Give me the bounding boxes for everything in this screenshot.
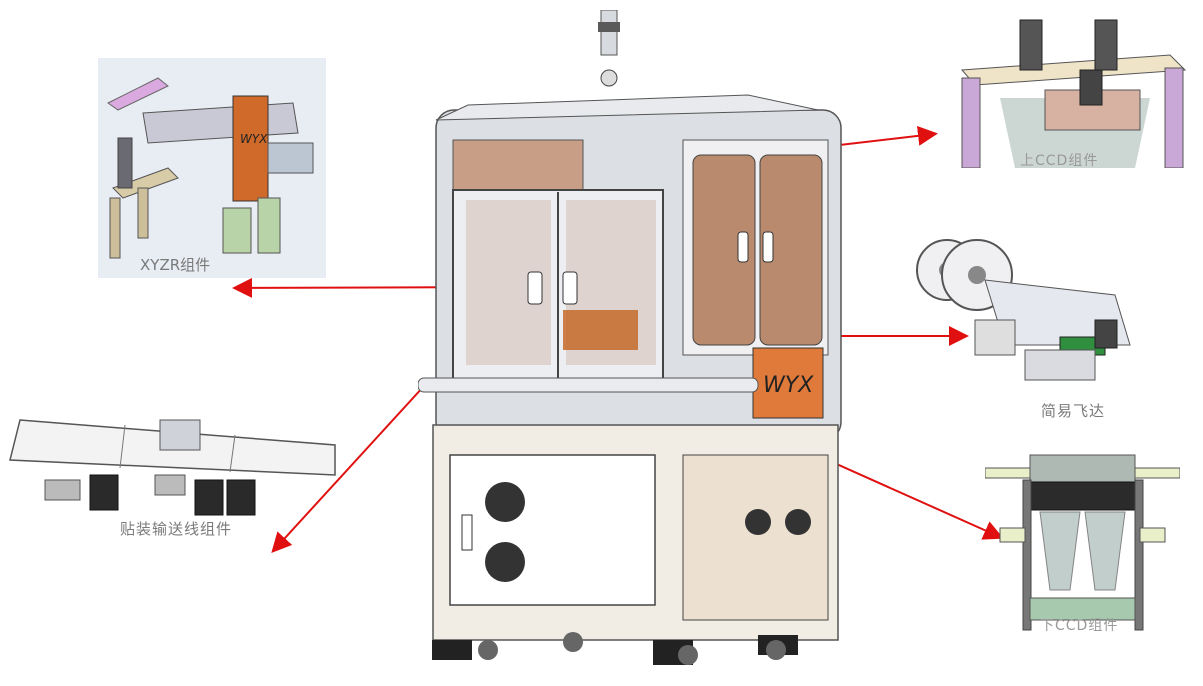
machine-drawing: WYX — [418, 10, 842, 665]
xyzr-drawing: WYX — [98, 58, 326, 278]
svg-text:WYX: WYX — [240, 132, 268, 146]
conveyor-drawing — [9, 419, 336, 516]
top-ccd-label: 上CCD组件 — [1020, 153, 1099, 169]
main-machine-image: WYX — [418, 10, 848, 675]
conveyor-label: 贴装输送线组件 — [120, 520, 233, 538]
top-ccd-drawing — [960, 19, 1187, 168]
feeder-label: 简易飞达 — [1041, 402, 1106, 420]
xyzr-component-image: WYX XYZR组件 — [98, 58, 326, 278]
feeder-drawing — [916, 239, 1131, 381]
bottom-ccd-component-image: 下CCD组件 — [985, 450, 1180, 635]
bottom-ccd-drawing — [985, 454, 1180, 631]
conveyor-component-image: 贴装输送线组件 — [5, 410, 350, 538]
arrow-conveyor — [271, 385, 425, 553]
feeder-component-image: 简易飞达 — [915, 225, 1150, 420]
bottom-ccd-label: 下CCD组件 — [1040, 618, 1119, 634]
machine-logo: WYX — [763, 373, 814, 398]
xyzr-label: XYZR组件 — [140, 256, 211, 274]
top-ccd-component-image: 上CCD组件 — [940, 10, 1190, 169]
